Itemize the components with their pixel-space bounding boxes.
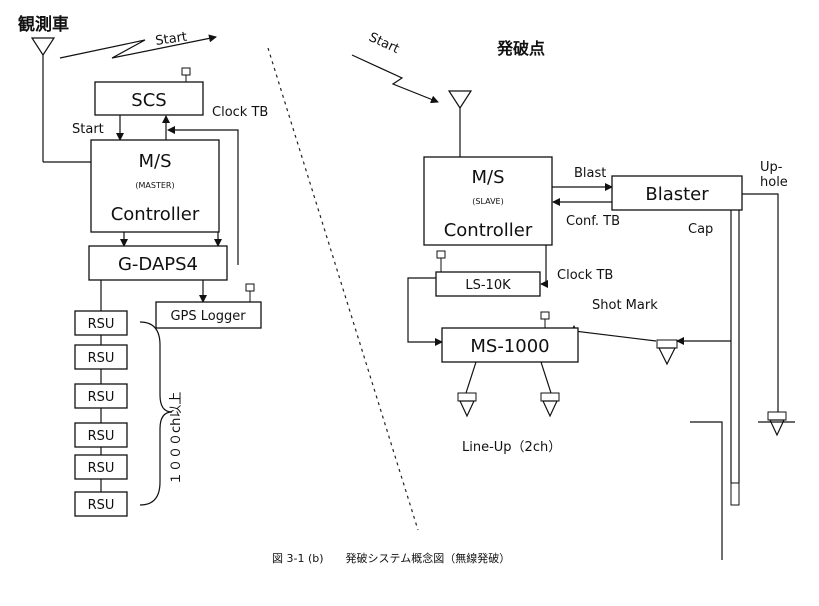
ls10k-antenna-icon [436, 250, 446, 272]
master-controller-box [90, 139, 220, 233]
ms1000-box [441, 327, 579, 363]
ms1000-antenna-icon [540, 311, 550, 328]
antenna-icon [447, 90, 473, 157]
detonator-cap-icon [730, 482, 740, 506]
antenna-icon [30, 37, 92, 163]
radio-start-signal [59, 34, 217, 59]
start-label: Start [72, 122, 104, 137]
uphole-label-2: hole [760, 175, 788, 190]
conf-tb-label: Conf. TB [566, 214, 620, 229]
left-radio-start-label: Start [154, 30, 188, 49]
uphole-label-1: Up- [760, 160, 783, 175]
blaster-label: Blaster [645, 184, 709, 205]
rsu-unit: RSU [74, 383, 128, 409]
blast-label: Blast [574, 166, 606, 181]
rsu-group-brace [139, 321, 173, 506]
rsu-unit: RSU [74, 344, 128, 370]
gdaps4-box [88, 245, 228, 281]
svg-text:RSU: RSU [88, 429, 115, 444]
master-controller-label: Controller [111, 204, 200, 225]
gdaps4-label: G-DAPS4 [118, 254, 198, 275]
right-radio-start-label: Start [366, 30, 401, 57]
channel-count-note: １０００ch以上 [169, 392, 184, 485]
ms1000-label: MS-1000 [470, 336, 549, 357]
right-clock-tb-label: Clock TB [557, 268, 613, 283]
rsu-unit: RSU [74, 310, 128, 336]
slave-sub-label: (SLAVE) [472, 197, 503, 206]
master-sub-label: (MASTER) [135, 181, 174, 190]
rsu-unit: RSU [74, 454, 128, 480]
gps-logger-label: GPS Logger [170, 309, 246, 324]
gps-antenna-icon [245, 283, 255, 302]
svg-text:RSU: RSU [88, 390, 115, 405]
ls10k-label: LS-10K [465, 278, 511, 293]
blaster-box [611, 175, 743, 211]
svg-text:RSU: RSU [88, 351, 115, 366]
rsu-unit: RSU [74, 491, 128, 517]
shotmark-geophone-icon [656, 339, 678, 366]
svg-text:RSU: RSU [88, 498, 115, 513]
ls10k-box [435, 271, 541, 297]
shot-mark-label: Shot Mark [592, 298, 658, 313]
left-clock-tb-label: Clock TB [212, 105, 268, 120]
lineup-label: Line-Up（2ch） [462, 440, 561, 455]
cap-label: Cap [688, 222, 713, 237]
radio-start-signal-right [351, 54, 439, 104]
observation-vehicle-title: 観測車 [18, 14, 69, 35]
master-ms-title: M/S [138, 151, 171, 172]
slave-controller-box [423, 156, 553, 246]
figure-caption: 図 3-1 (b) 発破システム概念図（無線発破） [272, 551, 510, 565]
rsu-unit: RSU [74, 422, 128, 448]
antenna-post-icon [181, 67, 191, 82]
section-divider [267, 47, 419, 531]
slave-ms-title: M/S [471, 167, 504, 188]
blast-point-title: 発破点 [496, 39, 545, 58]
uphole-geophone-icon [767, 411, 787, 437]
lineup-geophone-icon [457, 392, 477, 418]
svg-text:RSU: RSU [88, 317, 115, 332]
lineup-geophone-icon [540, 392, 560, 418]
scs-box [94, 81, 204, 116]
borehole-outline [690, 421, 723, 560]
slave-controller-label: Controller [444, 220, 533, 241]
gps-logger-box [155, 301, 262, 329]
scs-label: SCS [131, 90, 166, 111]
svg-text:RSU: RSU [88, 461, 115, 476]
